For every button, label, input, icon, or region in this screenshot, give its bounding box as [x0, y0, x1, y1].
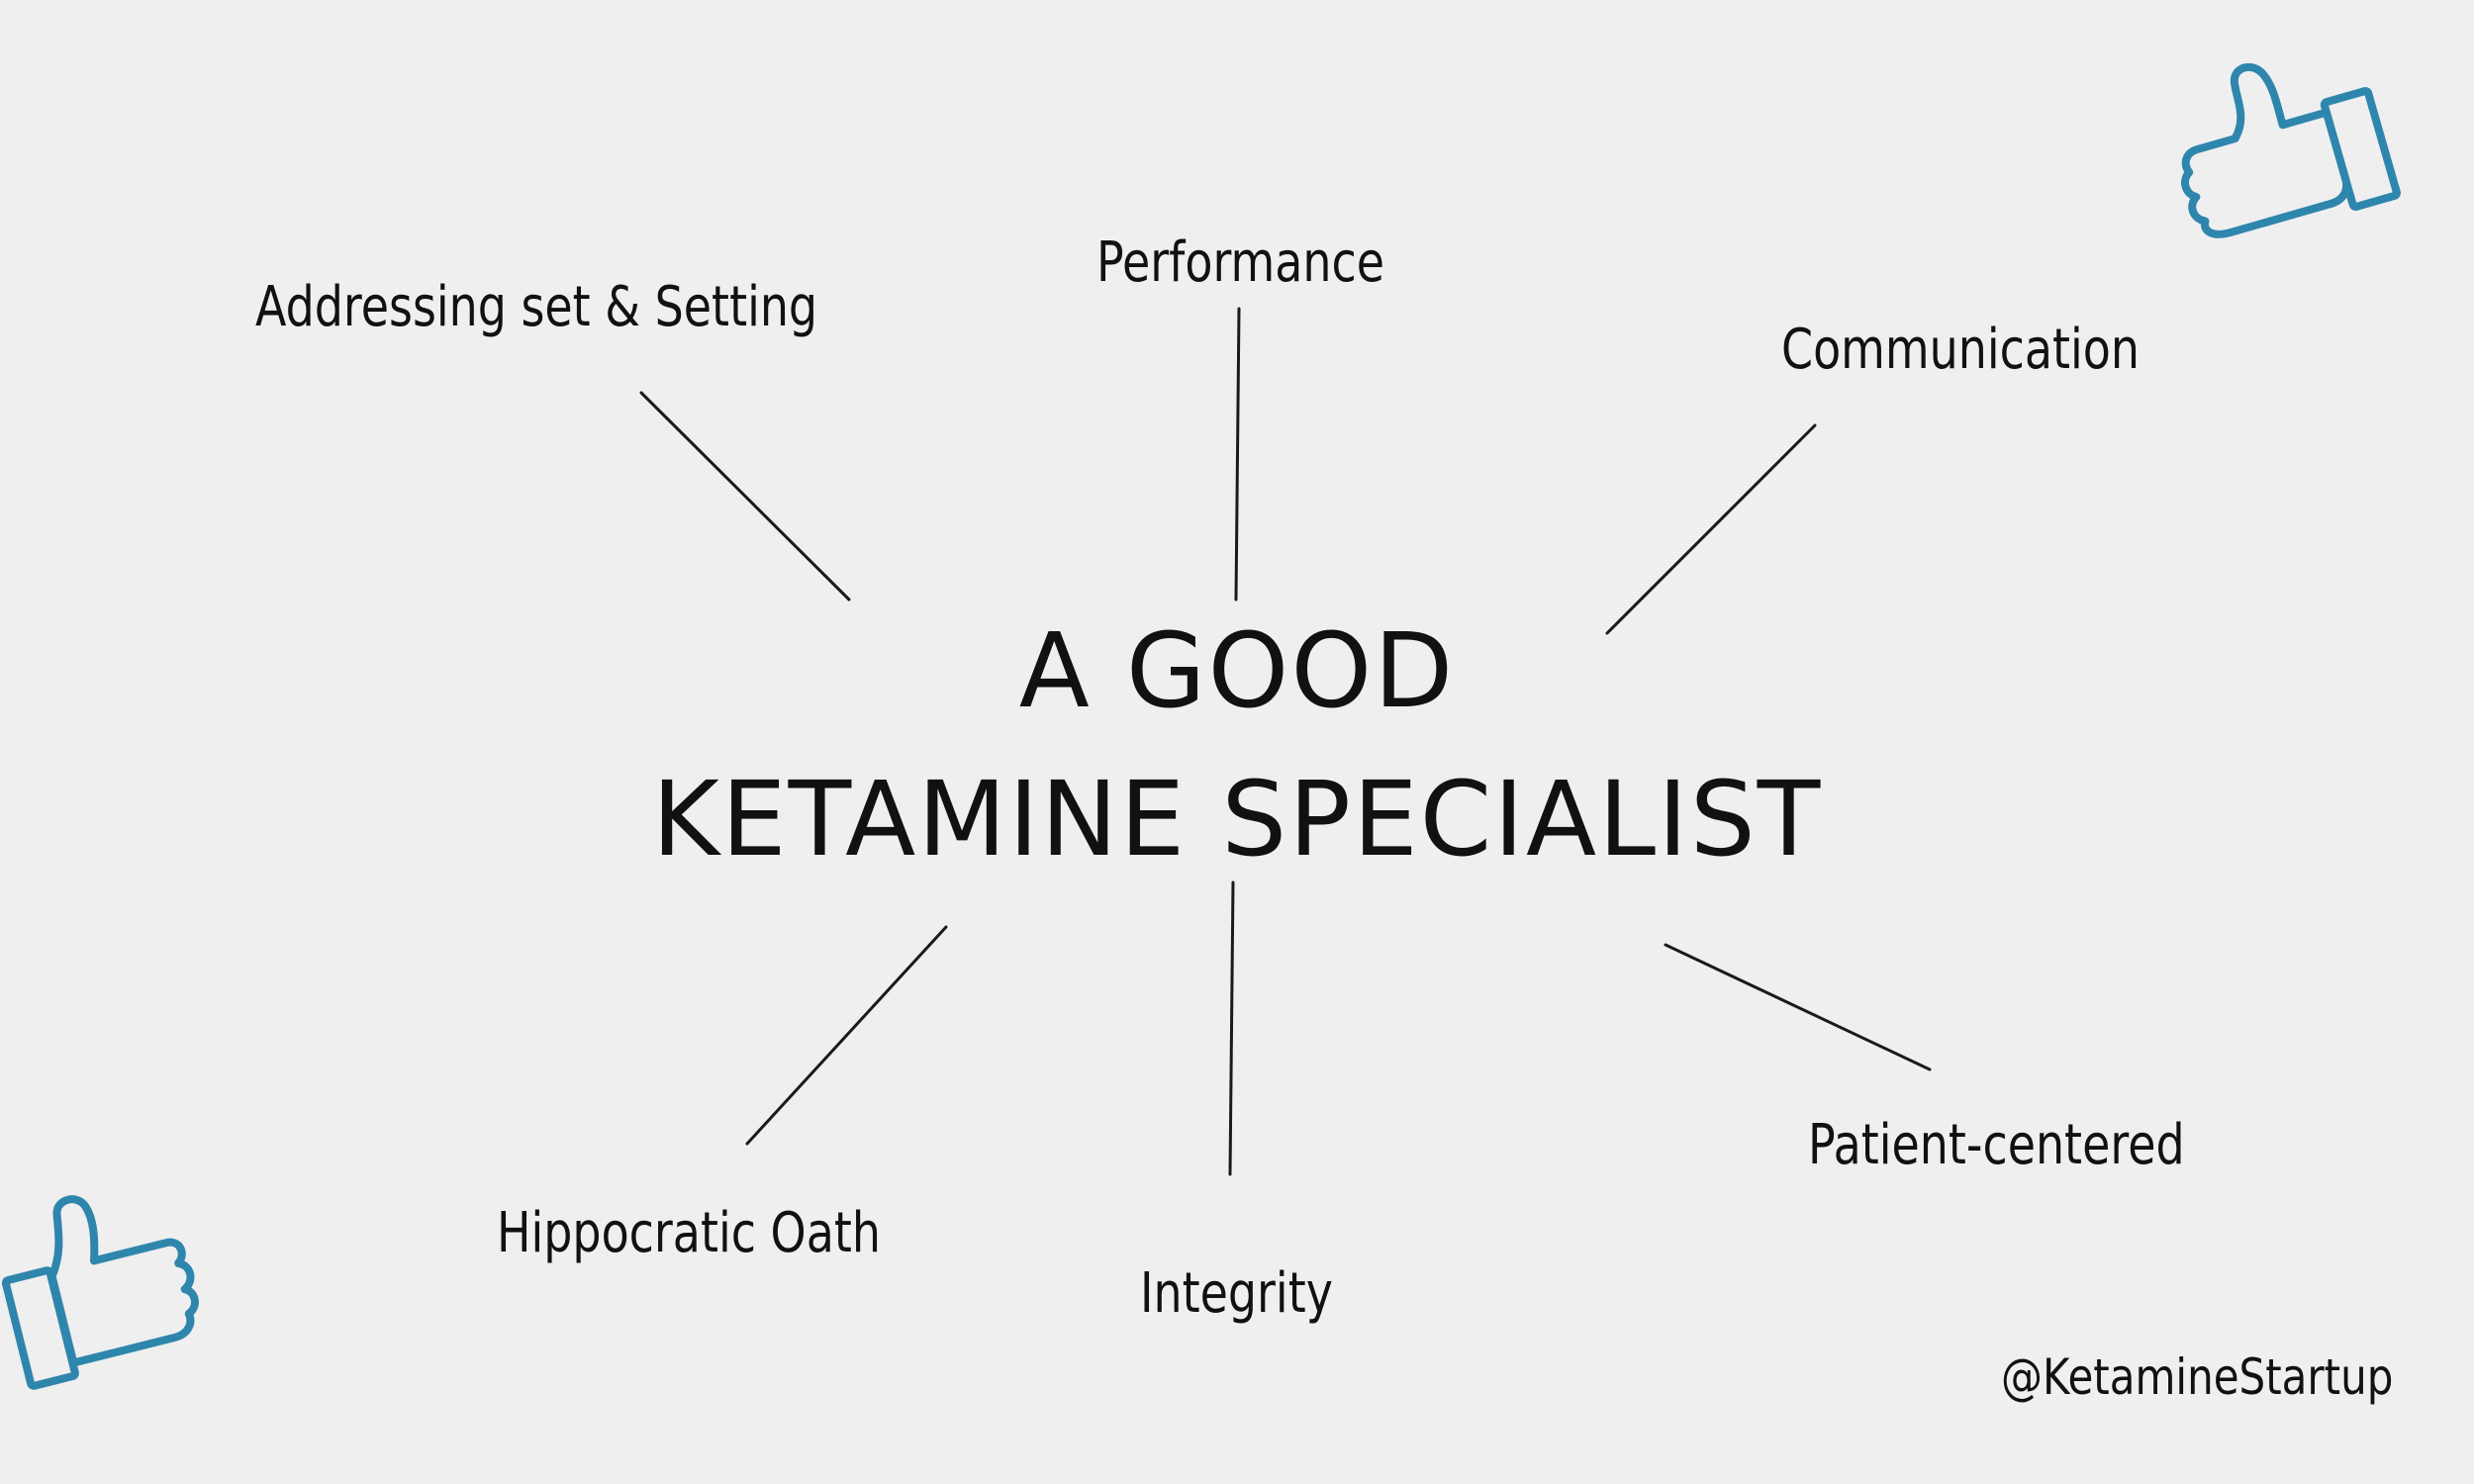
connector-communication [1605, 423, 1817, 635]
thumbs-up-icon [1, 1195, 199, 1390]
connector-addressing [639, 391, 851, 602]
node-label-addressing: Addressing set & Setting [255, 275, 818, 339]
node-label-hippocratic: Hippocratic Oath [497, 1201, 881, 1265]
node-label-integrity: Integrity [1140, 1261, 1333, 1326]
footer-handle: @KetamineStartup [2001, 1348, 2394, 1406]
connector-performance [1234, 307, 1241, 602]
connector-hippocratic [745, 925, 948, 1146]
central-title-line-2: KETAMINE SPECIALIST [651, 759, 1823, 880]
node-label-patient: Patient-centered [1808, 1113, 2185, 1177]
thumbs-up-icon [2181, 62, 2401, 238]
central-title-line-1: A GOOD [1018, 610, 1456, 731]
node-label-performance: Performance [1096, 231, 1384, 295]
connector-integrity [1228, 881, 1235, 1176]
connector-patient [1664, 943, 1932, 1071]
node-label-communication: Communication [1781, 318, 2140, 382]
